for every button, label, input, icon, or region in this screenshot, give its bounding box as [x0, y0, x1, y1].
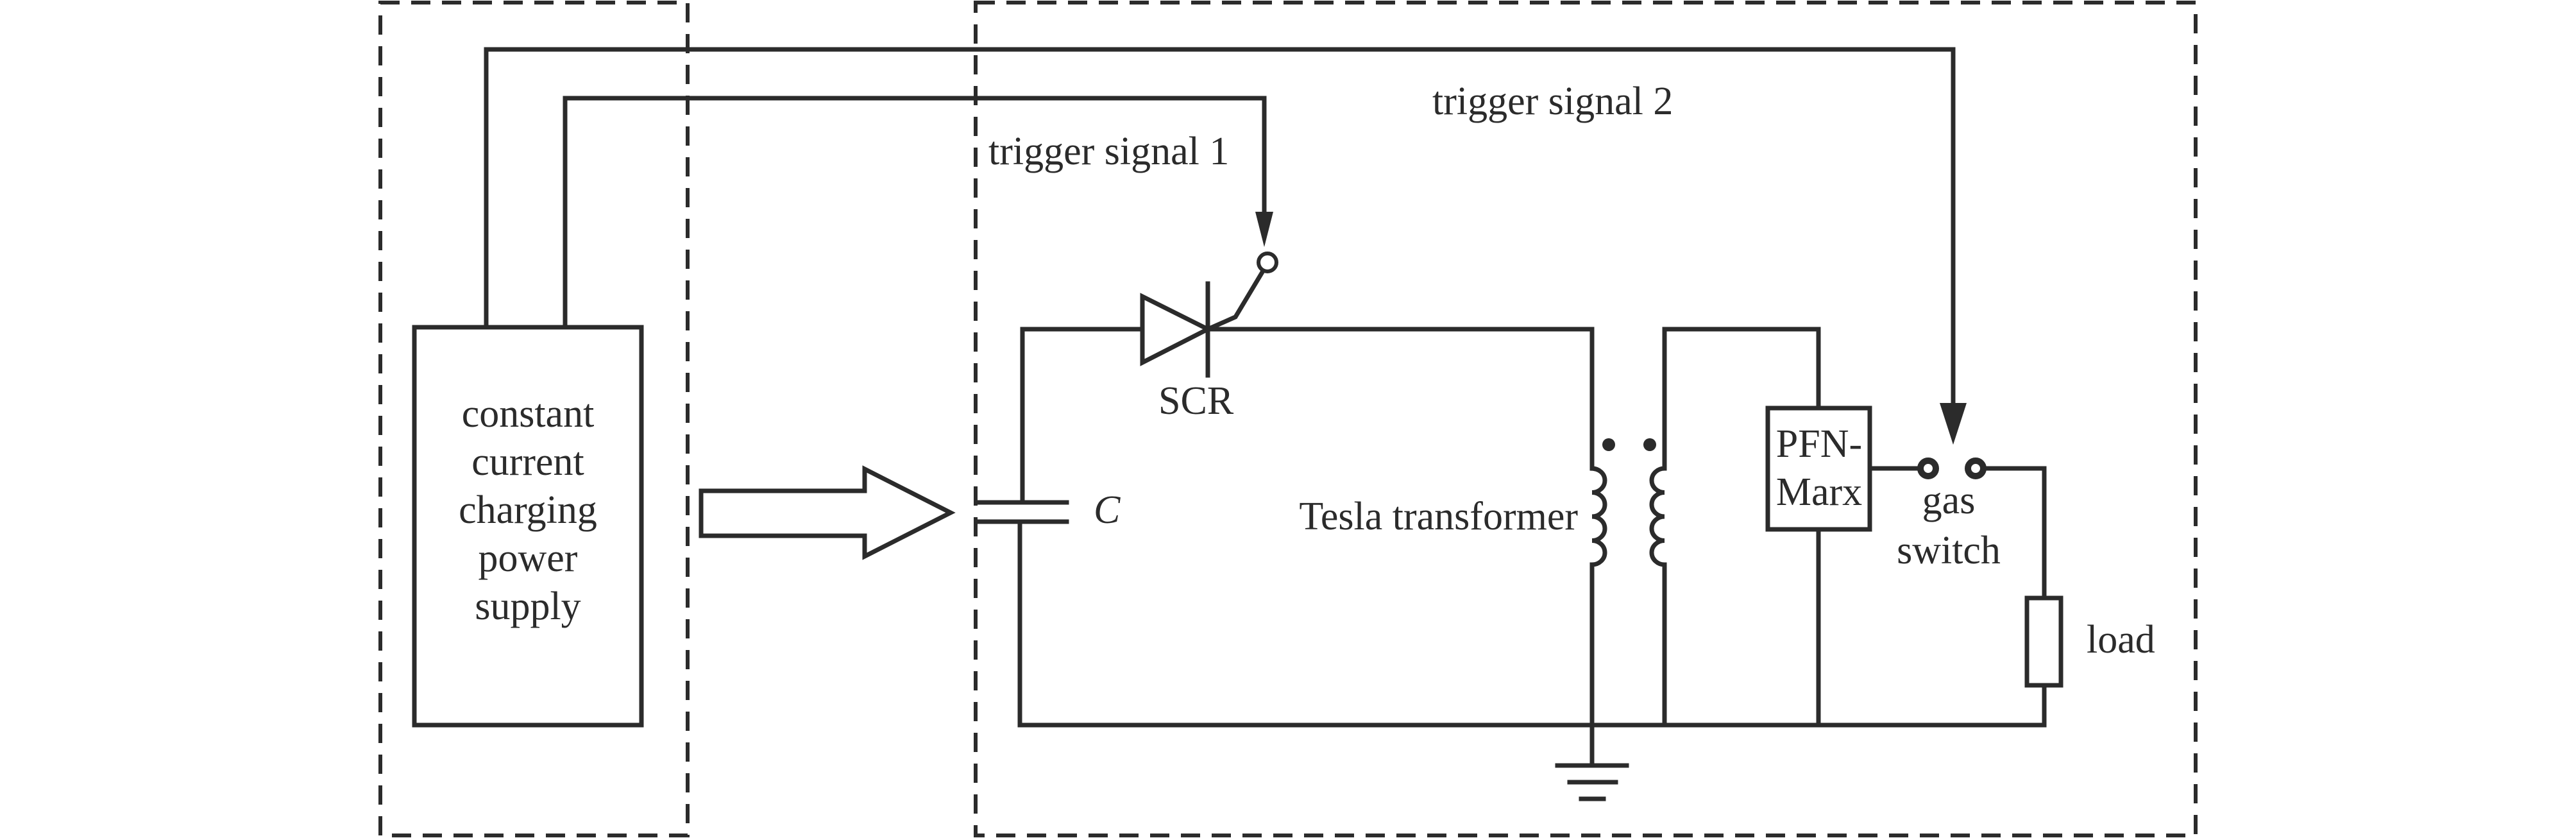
secondary-polarity-dot — [1643, 438, 1656, 451]
pfn-marx-label-line-1: PFN- — [1776, 422, 1862, 466]
power-supply-block: constant current charging power supply — [412, 325, 644, 728]
gas-switch-label-line-1: gas — [1922, 479, 1976, 522]
charging-arrow-icon — [699, 465, 956, 560]
gas-switch-label-line-2: switch — [1897, 529, 2001, 572]
gas-switch: gas switch — [1867, 457, 2047, 601]
gas-switch-to-load-wire — [1984, 466, 2047, 601]
trigger-signal-2-arrowhead-icon — [1940, 403, 1967, 445]
charging-unit-enclosure — [378, 1, 690, 837]
power-supply-label-line-1: constant — [462, 392, 595, 436]
scr-label: SCR — [1158, 379, 1234, 423]
ground-icon — [1555, 723, 1629, 801]
gas-switch-electrode-left-icon — [1917, 457, 1939, 479]
scr-triangle — [1140, 293, 1213, 366]
capacitor: C — [976, 488, 1121, 532]
capacitor-to-scr-wire — [1020, 327, 1145, 505]
power-supply-box — [412, 325, 644, 728]
tesla-transformer: Tesla transformer — [1299, 327, 1667, 728]
scr-to-primary-wire — [1205, 327, 1595, 471]
pulse-generator-enclosure — [974, 1, 2198, 837]
primary-polarity-dot — [1602, 438, 1615, 451]
trigger-signal-1-arrowhead-icon — [1255, 212, 1273, 247]
capacitor-label: C — [1094, 488, 1121, 532]
power-supply-label-line-4: power — [479, 536, 578, 580]
secondary-to-pfn-wire — [1662, 327, 1821, 411]
power-supply-label-line-3: charging — [459, 488, 597, 532]
pfn-marx-label-line-2: Marx — [1776, 470, 1862, 514]
trigger-signal-2-label: trigger signal 2 — [1432, 80, 1673, 123]
trigger-signal-2-wire — [484, 47, 1956, 413]
tesla-transformer-label: Tesla transformer — [1299, 495, 1578, 538]
power-supply-label-line-5: supply — [475, 585, 580, 628]
load-resistor: load — [2024, 595, 2155, 688]
trigger-signal-1-label: trigger signal 1 — [988, 130, 1229, 173]
scr-gate-terminal — [1257, 252, 1278, 273]
gas-switch-electrode-right-icon — [1965, 457, 1987, 479]
scr-thyristor-icon: SCR — [1140, 252, 1278, 423]
scr-gate-lead — [1205, 269, 1266, 332]
load-resistor-icon — [2024, 595, 2063, 688]
pfn-marx-block: PFN- Marx — [1765, 406, 1872, 532]
primary-winding-icon — [1589, 466, 1607, 728]
load-label: load — [2087, 618, 2155, 662]
ground-return-wire — [1017, 519, 2047, 728]
trigger-signal-1-wire — [563, 96, 1267, 330]
secondary-winding-icon — [1649, 327, 1667, 728]
power-supply-label-line-2: current — [471, 440, 584, 484]
